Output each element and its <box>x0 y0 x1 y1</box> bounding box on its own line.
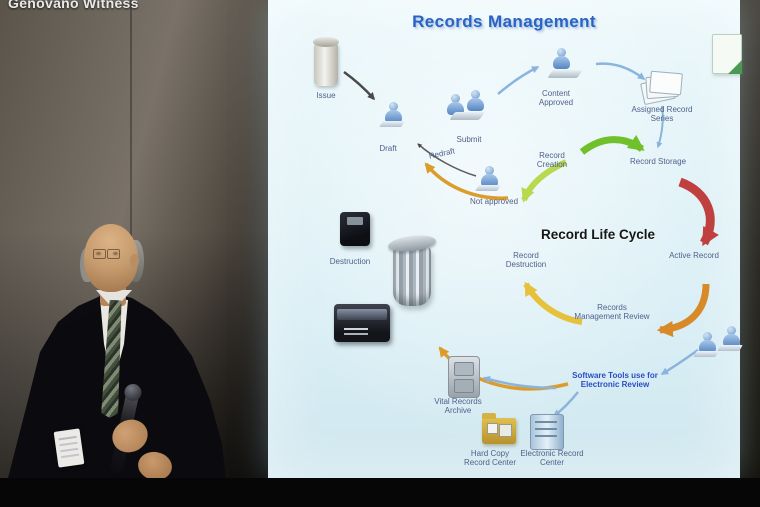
label-submit: Submit <box>456 135 482 144</box>
presenter-face <box>96 252 101 255</box>
hard-copy-folder-icon <box>482 413 516 444</box>
electronic-record-center-icon <box>530 414 564 450</box>
video-overlay-title: Genovano Witness <box>8 0 139 11</box>
assigned-record-series-papers-icon <box>640 70 683 106</box>
label-destruction: Destruction <box>329 257 371 266</box>
wall-corner-edge <box>130 0 132 240</box>
presenter-ear <box>130 254 139 268</box>
vital-records-archive-icon <box>448 356 480 398</box>
name-badge <box>53 428 85 468</box>
label-hard-copy-record-center: Hard Copy Record Center <box>463 449 517 467</box>
slide-title: Records Management <box>412 12 596 31</box>
label-not-approved: Not approved <box>469 197 519 206</box>
label-vital-records-archive: Vital Records Archive <box>434 397 482 415</box>
reviewer-persons-icon <box>693 326 744 360</box>
label-issue: Issue <box>316 91 336 100</box>
label-record-life-cycle: Record Life Cycle <box>540 227 656 242</box>
label-record-creation: Record Creation <box>536 151 568 169</box>
destruction-device-icon <box>340 212 370 246</box>
label-software-tools: Software Tools use for Electronic Review <box>572 371 658 389</box>
media-drive-icon <box>334 304 390 342</box>
label-assigned-record-series: Assigned Record Series <box>631 105 693 123</box>
presenter-glasses <box>93 249 120 259</box>
label-active-record: Active Record <box>669 251 719 260</box>
draft-person-icon <box>379 102 405 128</box>
not-approved-person-icon <box>475 166 501 192</box>
label-record-destruction: Record Destruction <box>505 251 547 269</box>
presenter <box>0 0 250 483</box>
right-wall <box>740 0 760 480</box>
content-approved-person-icon <box>546 48 586 82</box>
document-icon <box>712 34 742 74</box>
label-draft: Draft <box>379 144 397 153</box>
issue-scroll-icon <box>313 37 339 86</box>
label-records-management-review: Records Management Review <box>574 303 650 321</box>
trash-can-icon <box>387 233 437 306</box>
submit-persons-icon <box>444 90 492 120</box>
label-record-storage: Record Storage <box>629 157 687 166</box>
label-content-approved: Content Approved <box>538 89 574 107</box>
projection-screen: Records Management Issue Draft Submit <box>268 0 743 478</box>
label-electronic-record-center: Electronic Record Center <box>520 449 584 467</box>
letterbox-bar <box>0 478 760 507</box>
